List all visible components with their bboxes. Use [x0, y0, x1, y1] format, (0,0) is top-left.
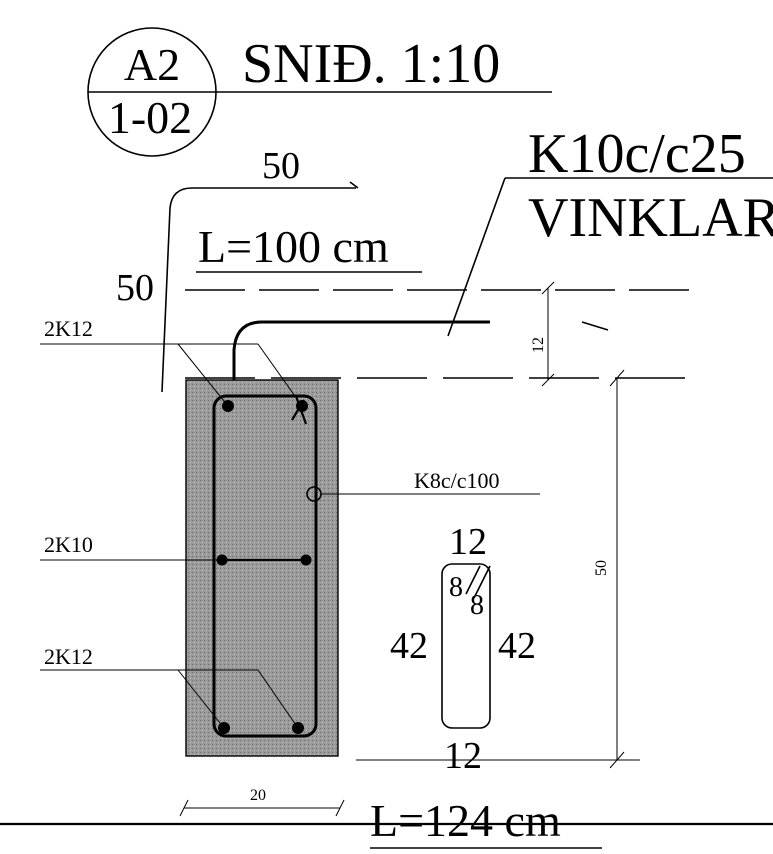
bar-leader-top-a — [177, 343, 229, 407]
bent-bar-arrow — [349, 181, 359, 189]
stirrup-top-end-dim: 12 — [530, 337, 547, 353]
page-title: SNIÐ. 1:10 — [242, 33, 500, 95]
sheet-ref: 1-02 — [108, 92, 192, 143]
section-dimensions: 50 20 — [179, 369, 640, 817]
stirrup-side-spec: K8c/c100 — [414, 468, 500, 493]
stirrup-top-length: L=100 cm — [198, 221, 389, 272]
dim-20-tick-right — [335, 799, 345, 817]
stirrup-top-leader — [447, 177, 506, 337]
rebar-mid-right — [300, 554, 312, 566]
stirrup-top-detail: K10c/c25 VINKLAR 50 50 L=100 cm 12 — [116, 123, 773, 400]
stirrup-shape-hook-a — [465, 565, 481, 595]
bar-leader-bottom-b — [257, 669, 299, 729]
dim-50-tick-top — [609, 369, 625, 387]
section-width: 20 — [250, 787, 266, 804]
bar-leader-top-b — [257, 343, 303, 407]
detail-id: A2 — [124, 39, 180, 90]
stirrup-left-height: 42 — [390, 625, 428, 667]
section-height: 50 — [593, 560, 610, 576]
title-block: A2 1-02 SNIÐ. 1:10 — [87, 27, 552, 157]
stirrup-shape — [441, 563, 491, 729]
stirrup-hook-b-dim: 8 — [470, 590, 484, 621]
bar-leader-bottom-a — [177, 669, 225, 729]
stirrup-top-leg-horizontal: 50 — [262, 145, 300, 187]
stirrup-top-leg-vertical: 50 — [116, 267, 154, 309]
bar-label-bottom: 2K12 — [44, 644, 93, 669]
bar-label-middle: 2K10 — [44, 532, 93, 557]
stirrup-top-spec: K10c/c25 — [528, 123, 746, 185]
stirrup-side-length-group: L=124 cm — [0, 795, 773, 849]
stirrup-hook-a-dim: 8 — [449, 572, 463, 603]
internal-stirrup — [212, 394, 318, 738]
dim-12-tick-top — [541, 281, 555, 295]
top-bar-end-tick — [581, 321, 609, 331]
beam-section — [185, 379, 339, 757]
stirrup-top-width: 12 — [449, 521, 487, 563]
stirrup-bottom-width: 12 — [444, 735, 482, 777]
bent-bar-shape — [161, 187, 356, 393]
bar-labels: 2K12 2K10 2K12 K8c/c100 — [40, 316, 540, 729]
stirrup-side-length: L=124 cm — [370, 795, 561, 846]
dim-12-tick-bottom — [541, 373, 555, 387]
concrete-section — [185, 379, 339, 757]
stirrup-shape-hook-b — [473, 565, 491, 599]
stirrup-schedule: 12 8 8 42 42 12 — [390, 521, 536, 777]
bar-label-top: 2K12 — [44, 316, 93, 341]
stirrup-top-type: VINKLAR — [528, 187, 773, 249]
dim-20-tick-left — [179, 799, 189, 817]
stirrup-right-height: 42 — [498, 625, 536, 667]
top-bar-extension — [232, 320, 490, 400]
